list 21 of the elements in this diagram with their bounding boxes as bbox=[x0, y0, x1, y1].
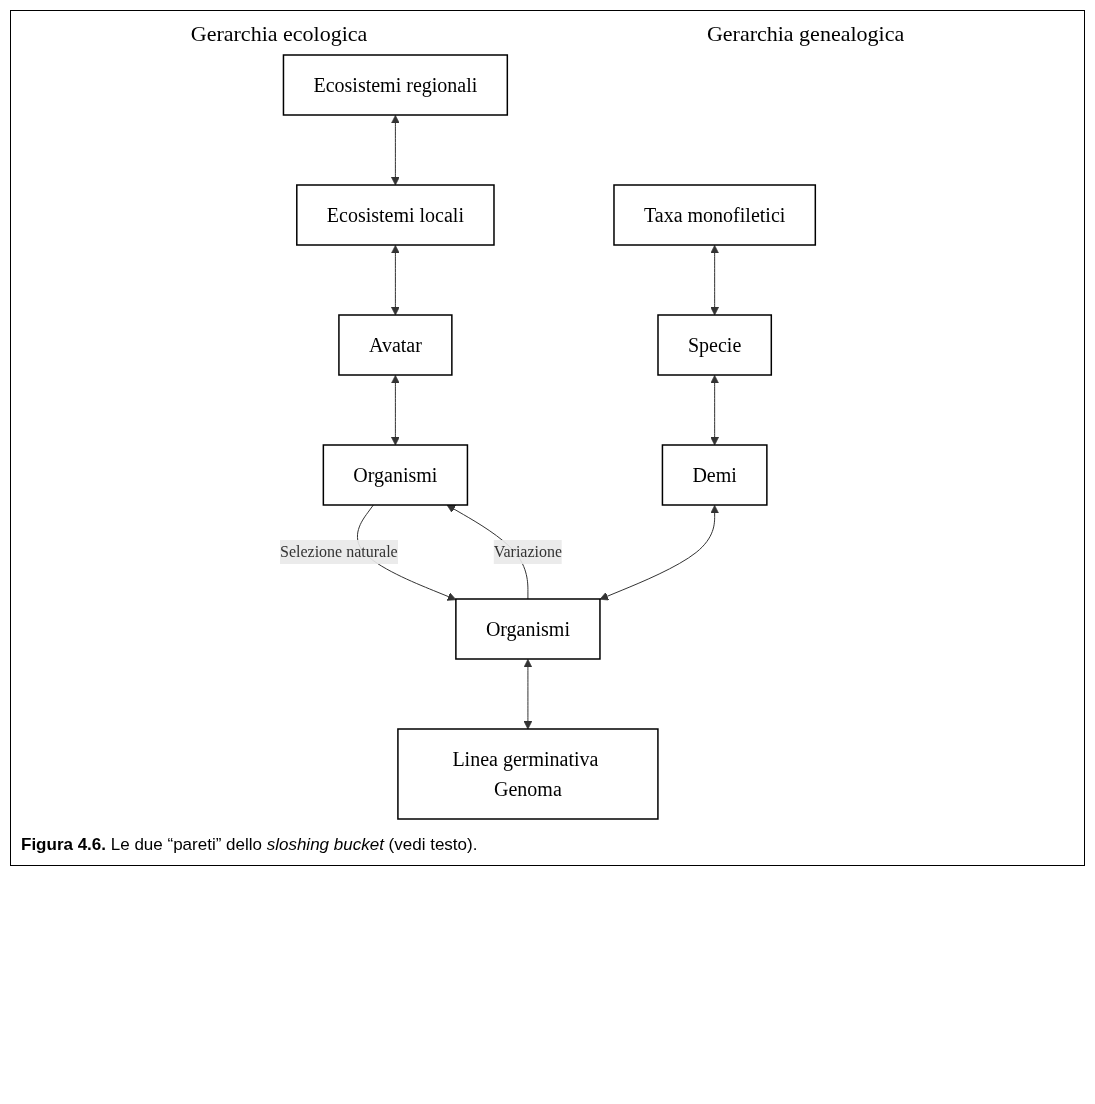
node-box: Demi bbox=[661, 444, 768, 506]
node-box: Specie bbox=[657, 314, 772, 376]
arrow bbox=[390, 115, 400, 186]
column-heading: Gerarchia ecologica bbox=[190, 21, 368, 47]
figure-caption: Figura 4.6. Le due “pareti” dello sloshing bucket (vedi testo). bbox=[21, 835, 479, 855]
node-box: Ecosistemi locali bbox=[295, 184, 495, 246]
node-box: Taxa monofiletici bbox=[613, 184, 816, 246]
node-box: Ecosistemi regionali bbox=[282, 54, 508, 116]
arrow bbox=[390, 375, 400, 446]
node-box: Organismi bbox=[322, 444, 468, 506]
arrow bbox=[710, 375, 719, 446]
node-box: Avatar bbox=[338, 314, 453, 376]
arrow bbox=[710, 245, 719, 316]
edge-label: Variazione bbox=[493, 543, 562, 560]
arrow bbox=[599, 505, 719, 601]
arrow bbox=[390, 245, 400, 316]
arrow bbox=[523, 659, 533, 730]
node-box: Linea germinativa Genoma bbox=[397, 728, 659, 820]
column-heading: Gerarchia genealogica bbox=[706, 21, 905, 47]
node-box: Organismi bbox=[454, 598, 601, 660]
edge-label: Selezione naturale bbox=[279, 543, 398, 560]
